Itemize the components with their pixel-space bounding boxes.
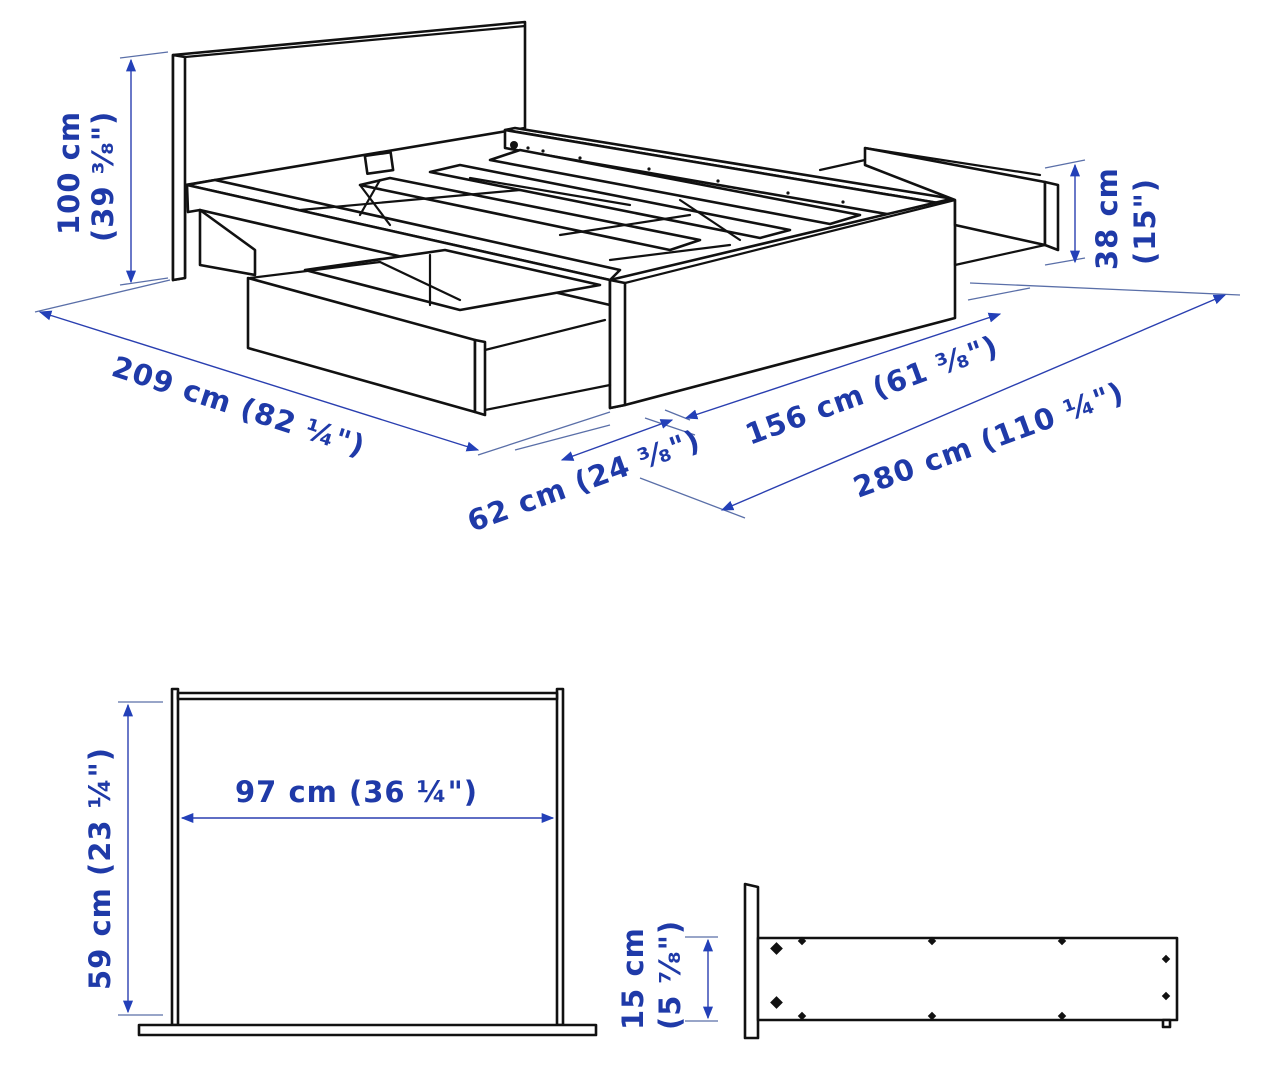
dimension-drawer-height-38: 38 cm (15") bbox=[1044, 159, 1162, 270]
drawer-height-in: (15") bbox=[1128, 178, 1162, 265]
left-drawer bbox=[246, 248, 612, 417]
drawer-inner-width-label: 97 cm (36 ¼") bbox=[235, 775, 478, 809]
headboard bbox=[171, 20, 527, 282]
headboard-height-in: (39 ³⁄₈") bbox=[86, 111, 120, 242]
dimension-drawer-depth: 62 cm (24 ³⁄₈") bbox=[463, 417, 705, 539]
dimension-drawer-inner-width: 97 cm (36 ¼") bbox=[180, 775, 555, 824]
drawer-depth-label: 62 cm (24 ³⁄₈") bbox=[463, 423, 705, 539]
drawer-height-cm: 38 cm bbox=[1090, 167, 1124, 270]
right-drawer bbox=[818, 146, 1060, 267]
drawer-inner-depth-label: 59 cm (23 ¼") bbox=[83, 747, 117, 990]
drawer-front-view: 97 cm (36 ¼") 59 cm (23 ¼") bbox=[83, 687, 598, 1037]
dimension-headboard-height: 100 cm (39 ³⁄₈") bbox=[52, 51, 169, 286]
bed-isometric-view: 100 cm (39 ³⁄₈") 38 cm (15") 209 cm (82 … bbox=[34, 20, 1241, 539]
headboard-height-cm: 100 cm bbox=[52, 111, 86, 235]
drawer-side-height-in: (5 ⁷⁄₈") bbox=[653, 920, 687, 1030]
drawer-side-view: 15 cm (5 ⁷⁄₈") bbox=[616, 882, 1179, 1040]
dimension-drawer-inner-depth: 59 cm (23 ¼") bbox=[83, 701, 163, 1016]
dimension-drawer-side-height: 15 cm (5 ⁷⁄₈") bbox=[616, 920, 718, 1030]
slats bbox=[298, 148, 862, 262]
drawer-side-height-cm: 15 cm bbox=[616, 927, 650, 1030]
